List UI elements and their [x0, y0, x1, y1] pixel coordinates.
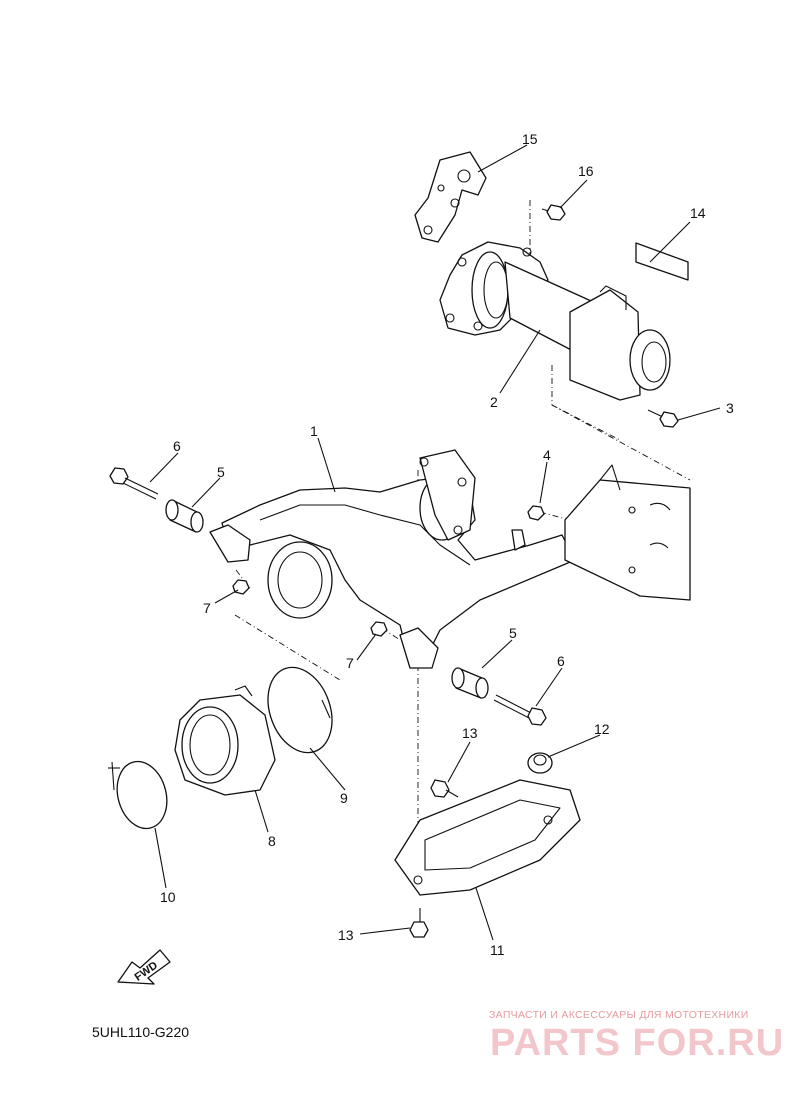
damper-part-12	[527, 752, 553, 774]
callout-3: 3	[726, 400, 734, 416]
boot-part-8	[174, 685, 276, 796]
callout-6a: 6	[173, 438, 181, 454]
leader-lines	[149, 144, 721, 941]
callout-16: 16	[578, 163, 594, 179]
bolt-part-6a	[109, 467, 159, 500]
callout-9: 9	[340, 790, 348, 806]
clamp-part-10	[108, 760, 168, 830]
watermark-logo: PARTS FOR.RU	[490, 1022, 785, 1064]
axle-housing-part-2	[439, 241, 671, 401]
callout-11: 11	[490, 942, 505, 958]
bolt-part-13b	[409, 908, 429, 938]
callout-12: 12	[594, 721, 610, 737]
fwd-arrow-icon: FWD	[117, 949, 171, 985]
bushing-part-5a	[165, 499, 204, 533]
callout-15: 15	[522, 131, 538, 147]
bolt-part-16	[541, 204, 566, 221]
callout-13a: 13	[462, 725, 478, 741]
drawing-code: 5UHL110-G220	[92, 1024, 190, 1040]
callout-numbers: 15 16 14 2 3 1 4 6 5 7 7 5 6 9 8 10 12 1…	[160, 131, 734, 958]
callout-4: 4	[543, 447, 551, 463]
bushing-part-5b	[451, 667, 489, 699]
skid-plate-part-11	[394, 779, 581, 896]
nut-part-4	[527, 505, 545, 521]
callout-14: 14	[690, 205, 706, 221]
watermark-tagline: ЗАПЧАСТИ И АКСЕССУАРЫ ДЛЯ МОТОТЕХНИКИ	[489, 1009, 749, 1021]
bolt-part-13a	[430, 779, 459, 798]
callout-10: 10	[160, 889, 176, 905]
band-part-9	[267, 666, 333, 754]
callout-5b: 5	[509, 625, 517, 641]
bolt-part-6b	[493, 694, 547, 726]
callout-8: 8	[268, 833, 276, 849]
callout-1: 1	[310, 423, 318, 439]
callout-7b: 7	[346, 655, 354, 671]
nut-part-7b	[370, 621, 388, 637]
label-part-14	[635, 242, 689, 281]
frame-plate	[564, 464, 691, 601]
swing-arm-part-1	[209, 449, 576, 669]
callout-7a: 7	[203, 600, 211, 616]
callout-5a: 5	[217, 464, 225, 480]
callout-13b: 13	[338, 927, 354, 943]
callout-2: 2	[490, 394, 498, 410]
callout-6b: 6	[557, 653, 565, 669]
bracket-part-15	[414, 151, 487, 243]
bolt-part-3	[647, 409, 679, 428]
